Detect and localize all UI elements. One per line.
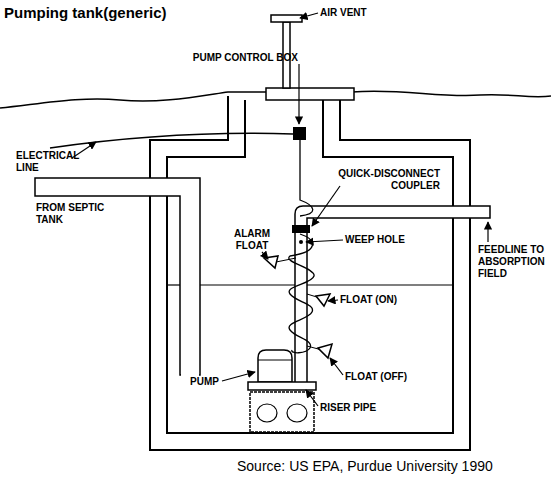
part-label: QUICK-DISCONNECT COUPLER xyxy=(336,168,440,192)
water-level xyxy=(200,284,453,285)
part-label: PUMP xyxy=(190,376,222,388)
pump-base xyxy=(248,382,316,390)
part-label: ALARM FLOAT xyxy=(226,228,278,252)
concrete-block xyxy=(250,392,314,432)
inlet-pipe-opening xyxy=(181,374,199,376)
leader-line xyxy=(328,300,338,301)
pump-cord xyxy=(289,140,314,353)
float-cord xyxy=(276,258,296,262)
leader-line xyxy=(300,13,318,18)
leader-line xyxy=(222,372,255,381)
leader-line xyxy=(306,240,343,242)
water-level xyxy=(167,284,180,285)
block-hole xyxy=(287,404,307,422)
tank-lid xyxy=(266,88,354,100)
leader-line xyxy=(262,252,268,259)
leader-line xyxy=(312,186,340,226)
leader-lines xyxy=(72,13,488,406)
alarm-float xyxy=(264,256,278,268)
part-label: FLOAT (OFF) xyxy=(345,371,425,383)
block-hole xyxy=(257,404,277,422)
leader-line xyxy=(330,358,343,375)
pump-band xyxy=(258,360,292,361)
pump-body xyxy=(258,350,292,382)
part-label: AIR VENT xyxy=(320,7,390,19)
diagram-title: Pumping tank(generic) xyxy=(4,4,167,21)
part-label: PUMP CONTROL BOX xyxy=(180,52,298,64)
part-label: FLOAT (ON) xyxy=(340,294,420,306)
inlet-pipe xyxy=(35,178,200,375)
tank-wall xyxy=(167,100,453,433)
riser-pipe xyxy=(295,206,490,384)
part-label: WEEP HOLE xyxy=(345,234,425,246)
source-caption: Source: US EPA, Purdue University 1990 xyxy=(237,458,493,474)
pump-control-box xyxy=(293,127,306,140)
quick-disconnect-coupler xyxy=(292,225,310,233)
weep-hole xyxy=(299,240,303,244)
part-label: FROM SEPTIC TANK xyxy=(36,202,112,226)
leader-line xyxy=(306,390,318,406)
part-label: RISER PIPE xyxy=(320,402,400,414)
float-on xyxy=(316,294,330,306)
leader-line xyxy=(487,222,488,242)
float-off xyxy=(318,344,332,358)
part-label: FEEDLINE TO ABSORPTION FIELD xyxy=(478,244,550,280)
leader-line xyxy=(298,64,299,124)
ground-line xyxy=(352,91,551,97)
electrical-line xyxy=(50,133,293,148)
part-label: ELECTRICAL LINE xyxy=(16,150,78,174)
air-vent-cap xyxy=(271,15,302,22)
